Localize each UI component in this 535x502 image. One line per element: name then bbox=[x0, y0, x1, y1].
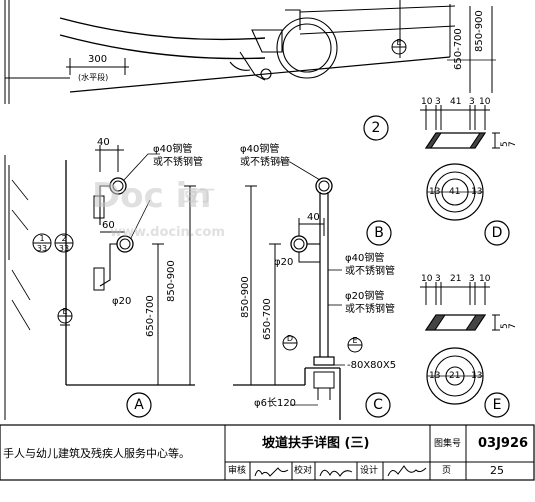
pipe-spec-b4: 或不锈钢管 bbox=[345, 266, 395, 277]
e-plan-0: 13 bbox=[429, 371, 441, 381]
phi20-b: φ20 bbox=[274, 257, 294, 268]
dim-60-a: 60 bbox=[102, 220, 115, 231]
e-dim-2: 21 bbox=[450, 274, 462, 284]
e-dim-0: 10 bbox=[421, 274, 433, 284]
d-dim-3: 3 bbox=[469, 97, 475, 107]
watermark-cn: 豆丁 bbox=[183, 186, 216, 205]
design-label: 设计 bbox=[360, 466, 379, 476]
d-dim-2: 41 bbox=[450, 97, 462, 107]
e-dim-4: 10 bbox=[479, 274, 491, 284]
check-label: 校对 bbox=[294, 466, 313, 476]
section-1: 1 bbox=[39, 234, 45, 243]
detail-circle-C bbox=[365, 392, 391, 418]
dim-300: 300 bbox=[88, 54, 108, 65]
atlas-no: 03J926 bbox=[478, 436, 529, 451]
ramp-floor-line bbox=[69, 56, 451, 93]
handrail-pipe-upper-b bbox=[315, 177, 333, 195]
pipe-spec-b: φ40钢管 bbox=[240, 144, 280, 155]
note-text: 手人与幼儿建筑及残疾人服务中心等。 bbox=[3, 447, 190, 460]
marker-label-E-a: E bbox=[62, 307, 68, 316]
detail-label-C: C bbox=[373, 397, 383, 413]
ramp-handrail-lower bbox=[59, 34, 266, 60]
level-segment-label: (水平段) bbox=[78, 73, 109, 82]
e-dim-3: 3 bbox=[469, 274, 475, 284]
handrail-ext-upper bbox=[299, 5, 456, 13]
signature-design bbox=[387, 465, 427, 477]
pipe-spec-b6: 或不锈钢管 bbox=[345, 304, 395, 315]
page-label: 页 bbox=[442, 466, 452, 476]
marker-label-E-top: E bbox=[396, 38, 402, 47]
detail-label-2: 2 bbox=[371, 120, 381, 136]
d-plan-2: 13 bbox=[471, 187, 483, 197]
signature-check bbox=[319, 469, 353, 477]
marker-label-E-b: E bbox=[352, 336, 358, 345]
pipe-spec-b5: φ20钢管 bbox=[345, 291, 385, 302]
d-dim-0: 10 bbox=[421, 97, 433, 107]
e-plan-2: 13 bbox=[471, 371, 483, 381]
dim-40-b: 40 bbox=[307, 212, 320, 223]
pipe-spec-a: φ40钢管 bbox=[153, 144, 193, 155]
ramp-handrail-upper bbox=[59, 17, 266, 41]
detail-circle-D bbox=[484, 220, 510, 246]
detail-label-E: E bbox=[492, 397, 502, 413]
detail-circle-2 bbox=[363, 115, 389, 141]
signature-review bbox=[254, 467, 289, 477]
detail-label-D: D bbox=[491, 225, 503, 241]
section-2: 2 bbox=[61, 234, 67, 243]
d-dim-4: 10 bbox=[479, 97, 491, 107]
wheelchair-figure bbox=[229, 9, 338, 81]
watermark-url: www.docin.com bbox=[110, 225, 225, 240]
page-no: 25 bbox=[490, 464, 504, 477]
d-dim-1: 3 bbox=[435, 97, 441, 107]
pipe-spec-a2: 或不锈钢管 bbox=[153, 157, 203, 168]
title-block-frame bbox=[0, 424, 535, 481]
detail-label-B: B bbox=[374, 225, 384, 241]
e-dim-1: 3 bbox=[435, 274, 441, 284]
detail-label-A: A bbox=[134, 397, 144, 413]
review-label: 审核 bbox=[228, 466, 247, 476]
pipe-spec-b3: φ40钢管 bbox=[345, 253, 385, 264]
dim-40-a: 40 bbox=[97, 137, 110, 148]
d-plan-0: 13 bbox=[429, 187, 441, 197]
d-plan-1: 41 bbox=[449, 187, 461, 197]
rod-spec: φ6长120 bbox=[254, 398, 297, 409]
section-1-sheet: 33 bbox=[36, 244, 48, 253]
steel-plate-spec: -80X80X5 bbox=[347, 360, 397, 371]
e-plan-1: 21 bbox=[449, 371, 461, 381]
drawing-title: 坡道扶手详图 (三) bbox=[262, 436, 370, 451]
marker-label-D: D bbox=[286, 334, 294, 343]
detail-circle-E bbox=[484, 392, 510, 418]
detail-circle-A bbox=[126, 392, 152, 418]
section-2-sheet: 33 bbox=[58, 244, 70, 253]
detail-circle-B bbox=[366, 220, 392, 246]
atlas-label: 图集号 bbox=[434, 439, 462, 449]
phi20-a: φ20 bbox=[112, 296, 132, 307]
watermark-logo: Doc in bbox=[92, 176, 212, 216]
pipe-spec-b2: 或不锈钢管 bbox=[240, 157, 290, 168]
